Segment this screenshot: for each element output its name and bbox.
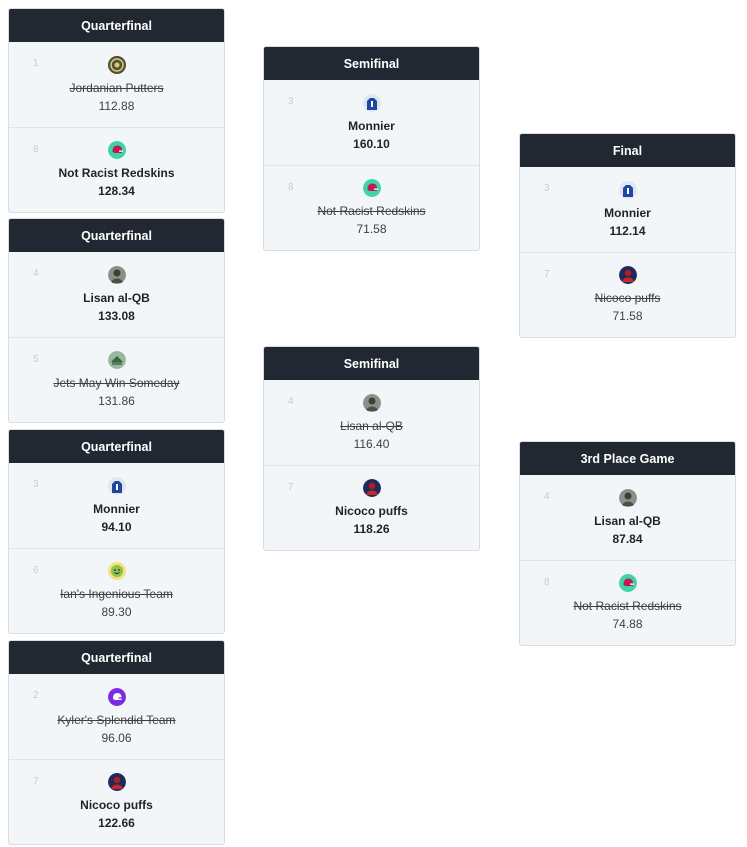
match-card-semifinal-2[interactable]: Semifinal 4 Lisan al-QB 116.40 7 Nicoco … bbox=[263, 346, 480, 551]
round-header: Final bbox=[520, 134, 735, 167]
team-name: Not Racist Redskins bbox=[317, 204, 426, 218]
round-header: Quarterfinal bbox=[9, 430, 224, 463]
helmet-icon bbox=[362, 179, 381, 197]
team-score: 112.14 bbox=[609, 223, 646, 238]
helmet-icon bbox=[618, 574, 637, 592]
team-name: Jordanian Putters bbox=[69, 80, 164, 95]
team-name: Lisan al-QB bbox=[340, 418, 403, 433]
team-row[interactable]: 8 Not Racist Redskins 128.34 bbox=[9, 127, 224, 212]
team-score: 89.30 bbox=[101, 605, 132, 619]
match-card-final[interactable]: Final 3 Monnier 112.14 7 Nicoco puffs 71… bbox=[519, 133, 736, 338]
putters-logo-icon bbox=[107, 55, 126, 74]
team-row[interactable]: 2 Kyler's Splendid Team 96.06 bbox=[9, 674, 224, 759]
match-card-third-place[interactable]: 3rd Place Game 4 Lisan al-QB 87.84 8 Not… bbox=[519, 441, 736, 646]
seed-number: 3 bbox=[33, 479, 39, 490]
team-row[interactable]: 1 Jordanian Putters 112.88 bbox=[9, 42, 224, 127]
team-score: 71.58 bbox=[612, 309, 643, 323]
player-photo-icon bbox=[362, 393, 381, 412]
seed-number: 7 bbox=[544, 269, 550, 280]
smiley-icon bbox=[107, 562, 126, 580]
red-player-icon bbox=[107, 773, 126, 791]
team-row[interactable]: 6 Ian's Ingenious Team 89.30 bbox=[9, 548, 224, 633]
seed-number: 4 bbox=[288, 396, 294, 407]
team-name: Monnier bbox=[93, 501, 140, 516]
team-score: 128.34 bbox=[98, 184, 135, 198]
team-score: 71.58 bbox=[356, 222, 387, 236]
round-header: Quarterfinal bbox=[9, 641, 224, 674]
team-row[interactable]: 3 Monnier 112.14 bbox=[520, 167, 735, 252]
blue-jersey-icon bbox=[618, 180, 637, 199]
team-name: Not Racist Redskins bbox=[573, 599, 682, 613]
match-card-quarterfinal-3[interactable]: Quarterfinal 3 Monnier 94.10 6 Ian's Ing… bbox=[8, 429, 225, 634]
team-name: Lisan al-QB bbox=[83, 290, 150, 305]
match-card-quarterfinal-1[interactable]: Quarterfinal 1 Jordanian Putters 112.88 … bbox=[8, 8, 225, 213]
team-score: 87.84 bbox=[612, 531, 643, 546]
team-row[interactable]: 4 Lisan al-QB 116.40 bbox=[264, 380, 479, 465]
round-header: Semifinal bbox=[264, 47, 479, 80]
team-score: 122.66 bbox=[98, 816, 135, 830]
team-name: Nicoco puffs bbox=[594, 291, 661, 305]
team-row[interactable]: 3 Monnier 160.10 bbox=[264, 80, 479, 165]
team-row[interactable]: 7 Nicoco puffs 71.58 bbox=[520, 252, 735, 337]
seed-number: 1 bbox=[33, 58, 39, 69]
seed-number: 3 bbox=[544, 183, 550, 194]
team-score: 74.88 bbox=[612, 617, 643, 631]
team-name: Lisan al-QB bbox=[594, 513, 661, 528]
blue-jersey-icon bbox=[362, 93, 381, 112]
round-header: Semifinal bbox=[264, 347, 479, 380]
team-name: Monnier bbox=[348, 118, 395, 133]
seed-number: 6 bbox=[33, 565, 39, 576]
seed-number: 3 bbox=[288, 96, 294, 107]
team-name: Jets May Win Someday bbox=[53, 376, 180, 390]
team-score: 94.10 bbox=[101, 519, 132, 534]
team-score: 131.86 bbox=[98, 394, 135, 408]
seed-number: 8 bbox=[288, 182, 294, 193]
team-name: Not Racist Redskins bbox=[58, 166, 175, 180]
player-photo-icon bbox=[618, 488, 637, 507]
team-score: 160.10 bbox=[353, 136, 390, 151]
player-photo-icon bbox=[107, 265, 126, 284]
match-card-quarterfinal-2[interactable]: Quarterfinal 4 Lisan al-QB 133.08 5 Jets… bbox=[8, 218, 225, 423]
team-name: Monnier bbox=[604, 205, 651, 220]
seed-number: 4 bbox=[33, 268, 39, 279]
team-name: Kyler's Splendid Team bbox=[57, 712, 176, 727]
team-row[interactable]: 3 Monnier 94.10 bbox=[9, 463, 224, 548]
team-score: 118.26 bbox=[353, 522, 390, 536]
match-card-quarterfinal-4[interactable]: Quarterfinal 2 Kyler's Splendid Team 96.… bbox=[8, 640, 225, 845]
team-name: Nicoco puffs bbox=[335, 504, 408, 518]
seed-number: 7 bbox=[288, 482, 294, 493]
team-name: Nicoco puffs bbox=[80, 798, 153, 812]
team-row[interactable]: 8 Not Racist Redskins 74.88 bbox=[520, 560, 735, 645]
purple-helmet-icon bbox=[107, 687, 126, 706]
seed-number: 5 bbox=[33, 354, 39, 365]
round-header: 3rd Place Game bbox=[520, 442, 735, 475]
match-card-semifinal-1[interactable]: Semifinal 3 Monnier 160.10 8 Not Racist … bbox=[263, 46, 480, 251]
helmet-icon bbox=[107, 141, 126, 159]
seed-number: 7 bbox=[33, 776, 39, 787]
team-row[interactable]: 4 Lisan al-QB 87.84 bbox=[520, 475, 735, 560]
team-score: 133.08 bbox=[98, 308, 135, 323]
team-row[interactable]: 7 Nicoco puffs 122.66 bbox=[9, 759, 224, 844]
team-score: 112.88 bbox=[98, 98, 135, 113]
team-row[interactable]: 8 Not Racist Redskins 71.58 bbox=[264, 165, 479, 250]
team-row[interactable]: 4 Lisan al-QB 133.08 bbox=[9, 252, 224, 337]
round-header: Quarterfinal bbox=[9, 219, 224, 252]
team-row[interactable]: 5 Jets May Win Someday 131.86 bbox=[9, 337, 224, 422]
blue-jersey-icon bbox=[107, 476, 126, 495]
seed-number: 8 bbox=[544, 577, 550, 588]
team-score: 116.40 bbox=[353, 436, 390, 451]
seed-number: 4 bbox=[544, 491, 550, 502]
round-header: Quarterfinal bbox=[9, 9, 224, 42]
team-name: Ian's Ingenious Team bbox=[60, 587, 173, 601]
red-player-icon bbox=[362, 479, 381, 497]
team-score: 96.06 bbox=[101, 730, 132, 745]
team-row[interactable]: 7 Nicoco puffs 118.26 bbox=[264, 465, 479, 550]
seed-number: 2 bbox=[33, 690, 39, 701]
red-player-icon bbox=[618, 266, 637, 284]
seed-number: 8 bbox=[33, 144, 39, 155]
jets-logo-icon bbox=[107, 351, 126, 369]
